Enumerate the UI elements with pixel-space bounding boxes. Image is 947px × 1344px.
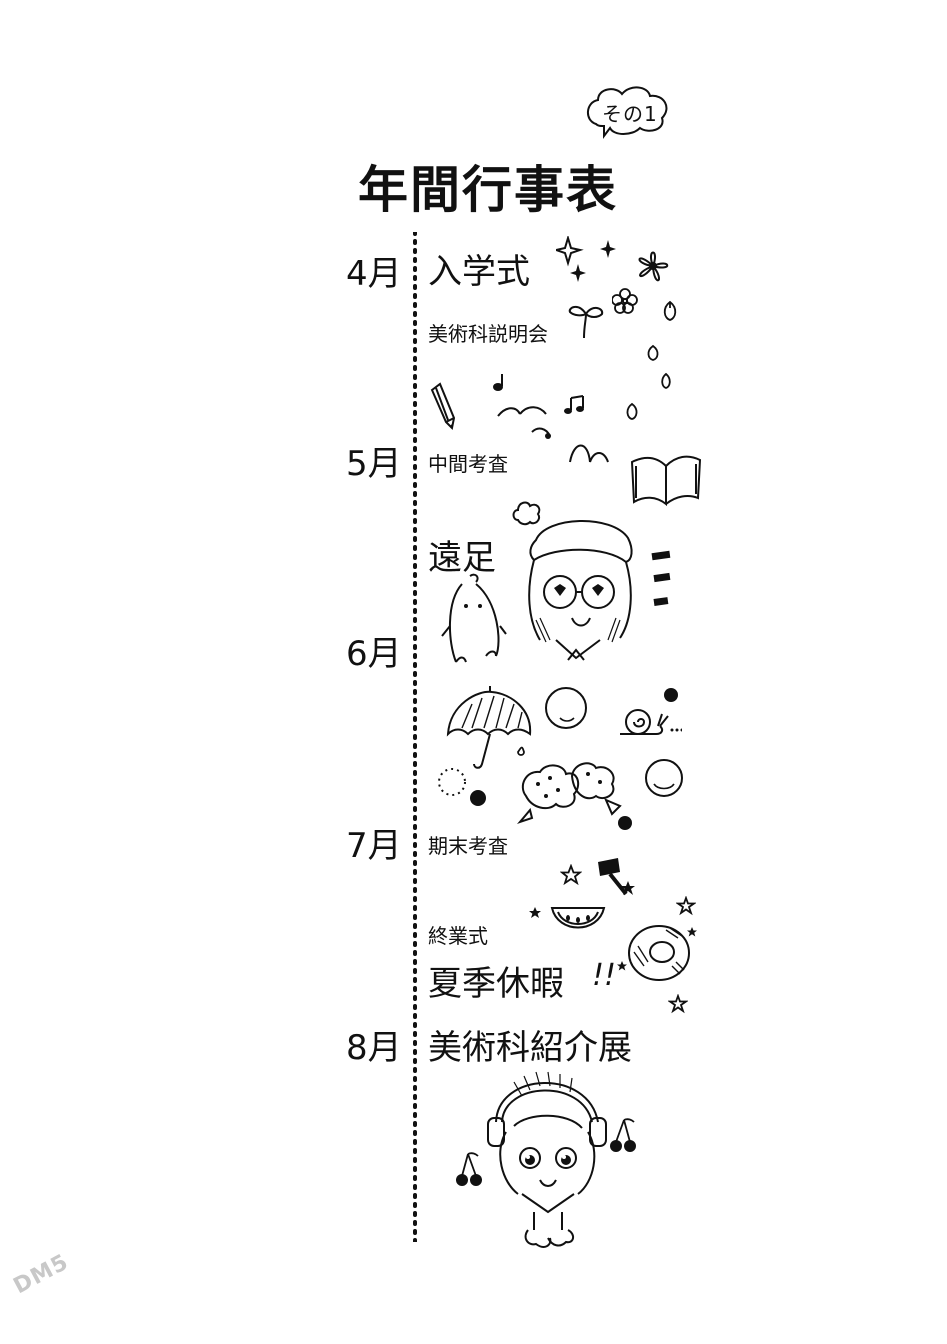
petal-icon [663, 300, 677, 321]
watermelon-icon [550, 907, 606, 929]
event-summer-vacation: 夏季休暇 [428, 964, 564, 1004]
music-note-icon [493, 374, 503, 391]
open-book-icon [630, 455, 702, 507]
music-note-icon [564, 395, 584, 414]
event-excursion: 遠足 [428, 538, 496, 578]
dotted-timeline [413, 232, 417, 1242]
event-final-exam: 期末考査 [428, 834, 508, 858]
speed-lines-icon [651, 550, 671, 606]
ball-icon [645, 759, 683, 797]
bird-icon [497, 406, 551, 439]
month-june: 6月 [346, 634, 402, 674]
puff-icon [512, 501, 541, 526]
watermark-text: DM5 [9, 1249, 73, 1300]
dot-ball-icon [470, 790, 486, 806]
swim-ring-icon [628, 925, 690, 981]
hydrangea-icon [516, 762, 622, 825]
event-art-course-briefing: 美術科説明会 [428, 322, 548, 346]
speech-bubble: その1 [582, 84, 674, 140]
star-icon [621, 881, 635, 895]
sparkle-icon [556, 236, 586, 282]
exclamation-marks: !! [592, 958, 617, 993]
sparkle-icon [600, 240, 616, 258]
sprout-icon [568, 306, 604, 339]
month-july: 7月 [346, 826, 402, 866]
bubble-label: その1 [602, 102, 658, 126]
month-august: 8月 [346, 1028, 402, 1068]
umbrella-icon [446, 686, 532, 769]
star-icon [676, 896, 696, 916]
star-icon [617, 961, 627, 971]
star-icon [560, 864, 582, 886]
glasses-girl-icon [528, 520, 633, 661]
bird-icon [569, 444, 609, 463]
spirit-creature-icon [441, 573, 507, 663]
dot-ball-icon [618, 816, 632, 830]
petal-icon [661, 372, 671, 389]
star-icon [668, 994, 688, 1014]
headphone-girl-icon [487, 1071, 607, 1248]
event-closing-ceremony: 終業式 [428, 924, 488, 948]
watermark-logo: DM5 [9, 1242, 122, 1322]
ball-icon [545, 687, 587, 729]
cherry-icon [610, 1118, 636, 1152]
dotted-circle-icon [438, 768, 466, 796]
event-entrance-ceremony: 入学式 [428, 252, 530, 292]
page-title: 年間行事表 [358, 161, 618, 219]
pencil-icon [430, 382, 456, 431]
dot-ball-icon [664, 688, 678, 702]
month-may: 5月 [346, 444, 402, 484]
snail-icon [620, 709, 682, 735]
star-icon [687, 927, 697, 937]
star-icon [529, 907, 541, 918]
month-april: 4月 [346, 254, 402, 294]
cherry-icon [456, 1152, 482, 1186]
sakura-flower-icon [638, 251, 669, 282]
petal-icon [626, 402, 638, 420]
sakura-flower-icon [612, 288, 638, 314]
event-midterm-exam: 中間考査 [428, 452, 508, 476]
event-art-course-exhibition: 美術科紹介展 [428, 1028, 632, 1068]
petal-icon [647, 344, 659, 361]
